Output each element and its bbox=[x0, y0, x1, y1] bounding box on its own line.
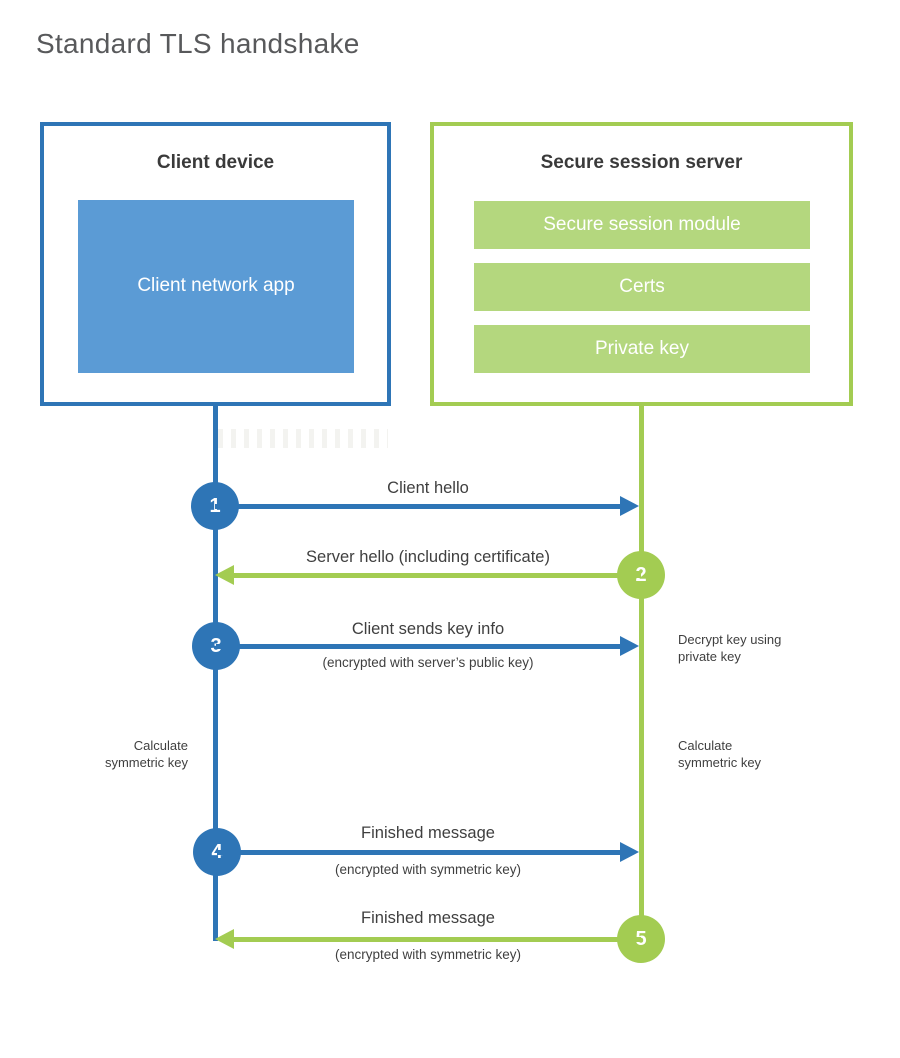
step-3-label: Client sends key info bbox=[351, 620, 505, 638]
step-4-label: Finished message bbox=[361, 824, 495, 842]
step-5-arrowhead-left-icon bbox=[215, 929, 234, 949]
annotation-decrypt-key: Decrypt key using private key bbox=[678, 632, 782, 665]
step-2-arrowhead-left-icon bbox=[215, 565, 234, 585]
faint-artifact-marks bbox=[218, 429, 388, 448]
server-module-secure-session-module: Secure session module bbox=[474, 201, 810, 249]
step-3-arrow bbox=[216, 644, 620, 649]
client-device-title: Client device bbox=[156, 152, 275, 173]
step-1-label: Client hello bbox=[387, 479, 469, 497]
annotation-calculate-symmetric-key-server: Calculate symmetric key bbox=[678, 738, 762, 771]
server-module-certs: Certs bbox=[474, 263, 810, 311]
step-2-label: Server hello (including certificate) bbox=[306, 548, 550, 566]
step-3-arrowhead-right-icon bbox=[620, 636, 639, 656]
step-4-sublabel: (encrypted with symmetric key) bbox=[334, 862, 522, 877]
step-4-arrowhead-right-icon bbox=[620, 842, 639, 862]
annotation-calculate-symmetric-key-client: Calculate symmetric key bbox=[104, 738, 188, 771]
step-1-arrow bbox=[215, 504, 620, 509]
server-module-private-key: Private key bbox=[474, 325, 810, 373]
client-lifeline bbox=[213, 406, 218, 941]
step-5-arrow bbox=[234, 937, 641, 942]
step-4-arrow bbox=[217, 850, 620, 855]
page-title: Standard TLS handshake bbox=[36, 28, 360, 59]
step-5-label: Finished message bbox=[361, 909, 495, 927]
step-5-sublabel: (encrypted with symmetric key) bbox=[334, 947, 522, 962]
step-1-arrowhead-right-icon bbox=[620, 496, 639, 516]
step-3-sublabel: (encrypted with server’s public key) bbox=[322, 655, 534, 670]
step-2-arrow bbox=[234, 573, 641, 578]
secure-session-server-title: Secure session server bbox=[540, 152, 743, 173]
client-network-app-block: Client network app bbox=[78, 200, 354, 373]
server-lifeline bbox=[639, 406, 644, 940]
